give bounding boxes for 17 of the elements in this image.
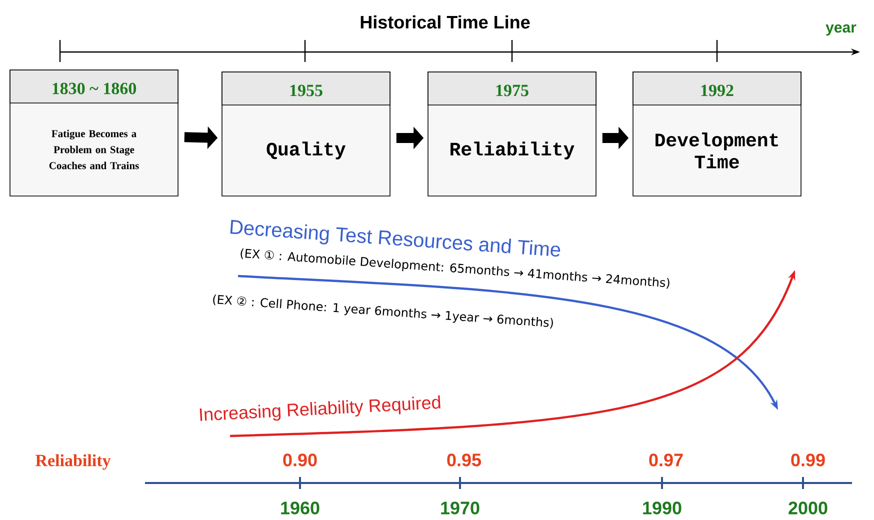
example-note: (EX ② : Cell Phone: 1 year 6months → 1year → 6months) bbox=[213, 294, 553, 329]
reliability-value: 0.99 bbox=[791, 454, 825, 466]
reliability-value: 0.95 bbox=[447, 454, 482, 466]
reliability-value: 0.97 bbox=[649, 454, 683, 466]
reliability-value: 0.90 bbox=[283, 454, 317, 466]
axis-label: year bbox=[826, 24, 856, 36]
timeline-box: 1955 Quality bbox=[222, 72, 390, 196]
trend-label: Increasing Reliability Required bbox=[200, 395, 440, 421]
timeline-title: Historical Time Line bbox=[360, 15, 530, 29]
timeline-box: 1975 Reliability bbox=[428, 72, 596, 196]
timeline-box: 1830 ~ 1860 Fatigue Becomes a Problem on Stage Coaches and Trains bbox=[10, 70, 178, 196]
year-label: 1970 bbox=[441, 502, 480, 514]
year-label: 1960 bbox=[281, 502, 320, 514]
year-label: 2000 bbox=[788, 502, 828, 514]
axis-label: Reliability bbox=[36, 454, 111, 470]
year-label: 1990 bbox=[643, 502, 682, 514]
timeline-box: 1992 Development Time bbox=[632, 72, 802, 196]
